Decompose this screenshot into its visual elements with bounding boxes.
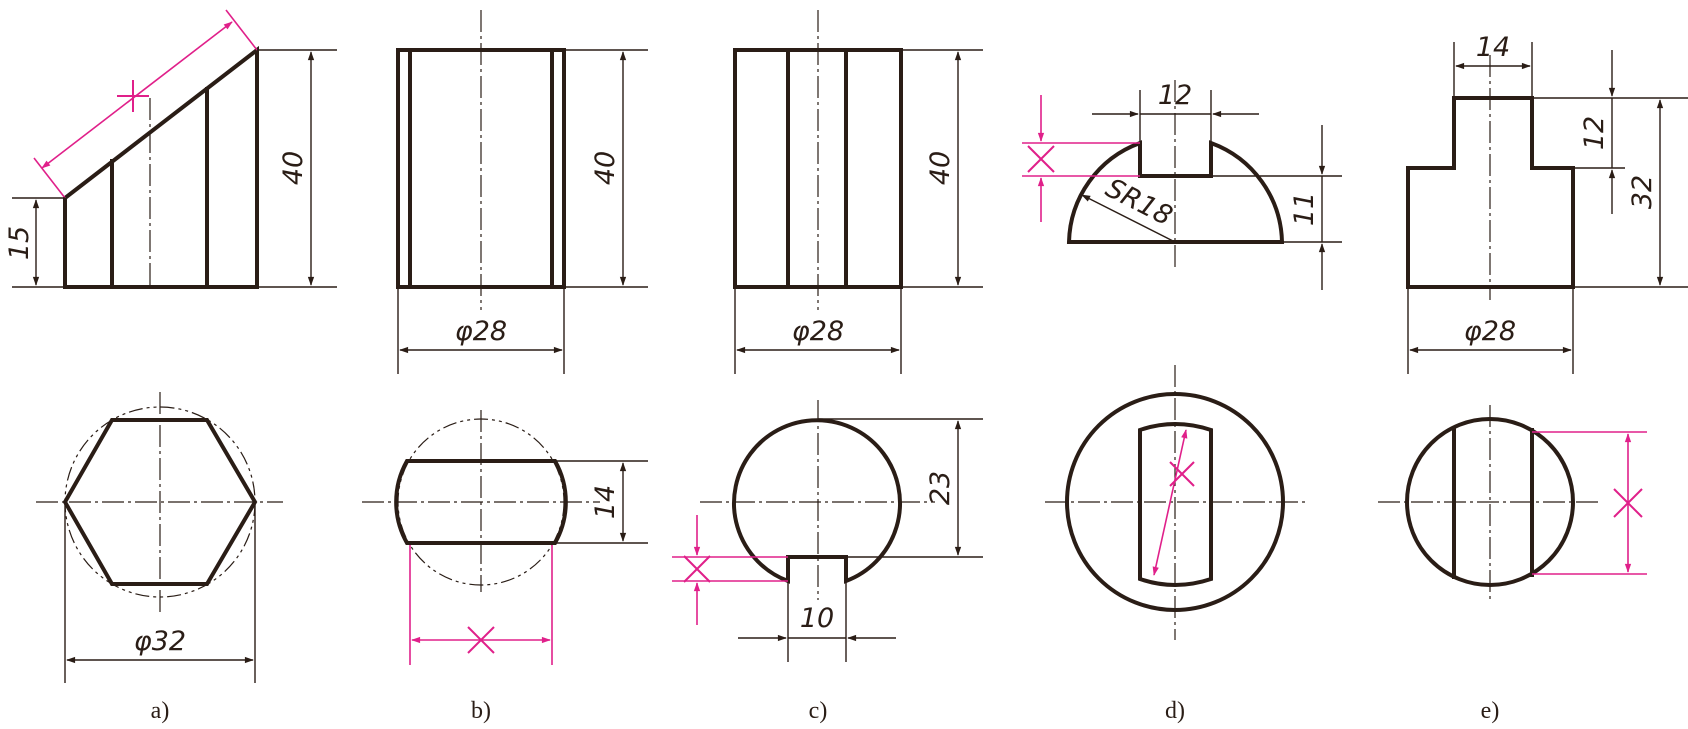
dim-a-diameter: φ32 bbox=[134, 626, 186, 657]
dim-e-diameter: φ28 bbox=[1464, 316, 1516, 347]
view-b: 40 φ28 14 b) bbox=[362, 10, 648, 724]
dim-c-height: 40 bbox=[925, 151, 956, 185]
dim-e-height: 32 bbox=[1627, 175, 1658, 209]
caption-b: b) bbox=[471, 698, 491, 724]
dim-a-lower-height: 15 bbox=[4, 226, 35, 260]
view-e: 14 12 32 φ28 bbox=[1378, 32, 1688, 724]
view-a: 40 15 φ32 a) bbox=[4, 9, 337, 724]
view-e-top bbox=[1378, 405, 1647, 600]
dim-a-height: 40 bbox=[278, 151, 309, 185]
view-a-front: 40 15 bbox=[4, 9, 337, 289]
dim-d-height: 11 bbox=[1289, 192, 1320, 226]
view-b-top: 14 bbox=[362, 410, 648, 665]
view-e-front: 14 12 32 φ28 bbox=[1406, 32, 1688, 374]
view-a-top: φ32 bbox=[36, 392, 283, 683]
dim-b-slot-width: 14 bbox=[590, 485, 621, 519]
dim-c-chord: 23 bbox=[925, 471, 956, 505]
caption-c: c) bbox=[809, 698, 828, 724]
view-c: 40 φ28 23 10 bbox=[672, 10, 983, 724]
caption-e: e) bbox=[1481, 698, 1500, 724]
view-c-front: 40 φ28 bbox=[733, 10, 983, 374]
dim-d-slot-width: 12 bbox=[1158, 80, 1192, 111]
dim-c-slot-width: 10 bbox=[800, 603, 834, 634]
view-c-top: 23 10 bbox=[672, 400, 983, 662]
dim-b-diameter: φ28 bbox=[455, 316, 507, 347]
dim-e-top-width: 14 bbox=[1476, 32, 1510, 63]
caption-a: a) bbox=[151, 698, 170, 724]
dim-e-step-height: 12 bbox=[1579, 116, 1610, 150]
dim-b-height: 40 bbox=[590, 151, 621, 185]
view-d-top bbox=[1045, 365, 1305, 640]
view-d: 12 SR18 11 bbox=[1022, 80, 1342, 724]
dim-c-diameter: φ28 bbox=[792, 316, 844, 347]
view-d-front: 12 SR18 11 bbox=[1022, 80, 1342, 290]
view-b-front: 40 φ28 bbox=[396, 10, 648, 374]
caption-d: d) bbox=[1165, 698, 1185, 724]
